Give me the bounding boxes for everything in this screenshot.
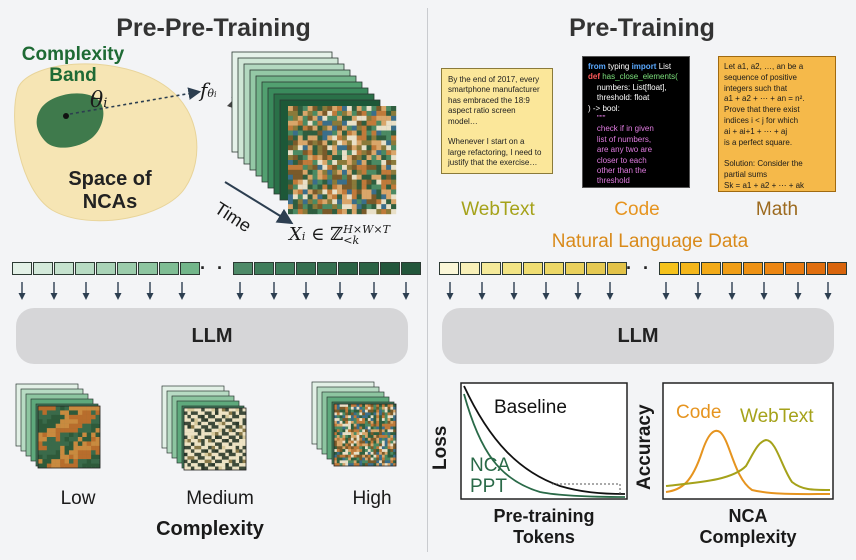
webtext-card-text: By the end of 2017, every smartphone man… <box>448 75 542 168</box>
math-card-text: Let a1, a2, …, an be a sequence of posit… <box>724 62 805 190</box>
token-1 <box>460 262 480 275</box>
code-accuracy-curve <box>665 429 831 496</box>
token-1 <box>33 262 53 275</box>
text-token-row-2 <box>659 262 848 275</box>
loss-xlabel: Pre-training Tokens <box>493 506 595 547</box>
left-title: Pre-Pre-Training <box>116 14 311 42</box>
token-5 <box>117 262 137 275</box>
token-8 <box>607 262 627 275</box>
token-6 <box>359 262 379 275</box>
token-8 <box>827 262 847 275</box>
token-2 <box>701 262 721 275</box>
token-8 <box>401 262 421 275</box>
code-card-text: from typing import List def has_close_el… <box>588 62 678 187</box>
token-7 <box>380 262 400 275</box>
loss-plot <box>460 382 628 500</box>
example-medium <box>161 385 247 471</box>
left-token-arrows <box>18 282 410 300</box>
complexity-band-blob <box>36 93 104 148</box>
label-code: Code <box>614 199 660 220</box>
webtext-accuracy-curve <box>665 438 831 491</box>
accuracy-plot <box>662 382 834 500</box>
token-4 <box>523 262 543 275</box>
right-llm-box: LLM <box>442 308 834 364</box>
level-medium: Medium <box>186 488 254 509</box>
token-3 <box>296 262 316 275</box>
token-3 <box>722 262 742 275</box>
token-4 <box>317 262 337 275</box>
token-0 <box>439 262 459 275</box>
token-1 <box>254 262 274 275</box>
token-2 <box>275 262 295 275</box>
example-low <box>15 383 101 469</box>
token-0 <box>659 262 679 275</box>
nca-token-row-2 <box>233 262 422 275</box>
text-token-row <box>439 262 628 275</box>
token-8 <box>180 262 200 275</box>
right-token-dots: · · · <box>626 258 669 278</box>
complexity-band-label: Complexity Band <box>21 44 125 86</box>
token-0 <box>233 262 253 275</box>
token-3 <box>75 262 95 275</box>
level-low: Low <box>60 488 96 509</box>
left-llm-box: LLM <box>16 308 408 364</box>
code-card: from typing import List def has_close_el… <box>582 56 690 188</box>
token-6 <box>785 262 805 275</box>
example-high <box>311 381 397 467</box>
nca-ppt-curve <box>463 393 626 498</box>
acc-code-label: Code <box>676 402 722 423</box>
token-6 <box>565 262 585 275</box>
f-label: fθi <box>200 78 217 102</box>
baseline-curve <box>463 385 626 495</box>
label-webtext: WebText <box>461 199 535 220</box>
right-token-arrows <box>446 282 832 300</box>
token-3 <box>502 262 522 275</box>
token-2 <box>481 262 501 275</box>
token-6 <box>138 262 158 275</box>
token-4 <box>743 262 763 275</box>
token-1 <box>680 262 700 275</box>
acc-xlabel: NCA Complexity <box>699 506 797 547</box>
level-high: High <box>352 488 392 509</box>
nca-space-diagram <box>14 51 397 225</box>
space-label: Space of NCAs <box>68 168 152 213</box>
theta-arrow <box>69 87 202 115</box>
acc-ylabel: Accuracy <box>634 404 655 490</box>
token-5 <box>764 262 784 275</box>
token-2 <box>54 262 74 275</box>
panel-divider <box>427 8 428 552</box>
natural-language-label: Natural Language Data <box>551 231 749 252</box>
token-0 <box>12 262 32 275</box>
acc-webtext-label: WebText <box>740 406 814 427</box>
token-7 <box>159 262 179 275</box>
label-math: Math <box>755 199 799 220</box>
loss-nca-ppt-label: NCA PPT <box>470 455 511 497</box>
webtext-card: By the end of 2017, every smartphone man… <box>441 68 553 174</box>
token-7 <box>586 262 606 275</box>
math-card: Let a1, a2, …, an be a sequence of posit… <box>718 56 836 192</box>
complexity-examples <box>15 381 397 471</box>
token-7 <box>806 262 826 275</box>
time-arrow <box>224 181 294 225</box>
loss-ylabel: Loss <box>430 425 451 470</box>
loss-baseline-label: Baseline <box>494 397 567 418</box>
complexity-axis-label: Complexity <box>156 518 264 540</box>
right-title: Pre-Training <box>569 14 715 42</box>
nca-token-row <box>12 262 201 275</box>
theta-label: θi <box>90 88 108 113</box>
token-5 <box>338 262 358 275</box>
theta-point <box>63 113 69 119</box>
token-5 <box>544 262 564 275</box>
token-4 <box>96 262 116 275</box>
main-grid <box>288 106 397 215</box>
left-token-dots: · · · <box>200 258 243 278</box>
